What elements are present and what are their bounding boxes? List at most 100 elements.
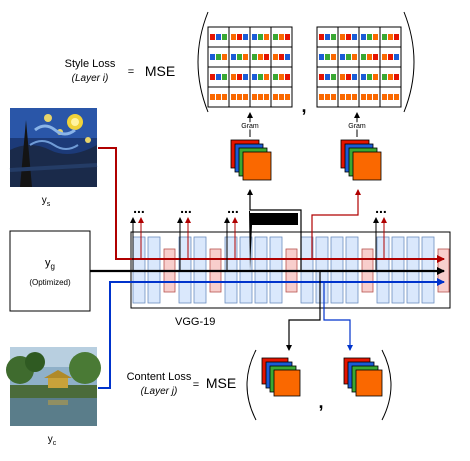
gram-value-mark	[210, 74, 215, 80]
gram-value-mark	[367, 54, 372, 60]
gram-value-mark	[231, 74, 236, 80]
gram-value-mark	[243, 94, 248, 100]
gram-value-mark	[361, 74, 366, 80]
gram-value-mark	[346, 54, 351, 60]
gram-value-mark	[367, 94, 372, 100]
gram-value-mark	[252, 54, 257, 60]
tap-dots-3: ...	[227, 200, 239, 216]
gram-value-mark	[352, 34, 357, 40]
style-loss-mse: MSE	[145, 63, 175, 79]
gram-value-mark	[325, 34, 330, 40]
gram-label-1: Gram	[241, 123, 259, 130]
content-image-label: yc	[48, 434, 57, 447]
gram-value-mark	[231, 34, 236, 40]
gram-value-mark	[258, 74, 263, 80]
gram-value-mark	[388, 34, 393, 40]
gram-value-mark	[373, 34, 378, 40]
generated-input-label: yg	[45, 257, 55, 271]
style-image	[9, 108, 98, 187]
gram-value-mark	[279, 74, 284, 80]
gram-value-mark	[394, 74, 399, 80]
content-arrow	[98, 278, 445, 389]
gram-value-mark	[352, 54, 357, 60]
gram-value-mark	[264, 74, 269, 80]
gram-value-mark	[373, 54, 378, 60]
gram-value-mark	[252, 94, 257, 100]
fmap-stack-content-target	[343, 357, 383, 397]
gram-value-mark	[382, 54, 387, 60]
gram-value-mark	[319, 34, 324, 40]
gram-value-mark	[352, 94, 357, 100]
gram-value-mark	[237, 94, 242, 100]
content-loss-comma: ,	[318, 392, 323, 412]
gram-value-mark	[319, 74, 324, 80]
gram-value-mark	[325, 54, 330, 60]
gram-value-mark	[325, 74, 330, 80]
gram-value-mark	[285, 34, 290, 40]
gram-value-mark	[237, 74, 242, 80]
content-loss-layer: (Layer j)	[141, 386, 178, 397]
gram-value-mark	[285, 94, 290, 100]
gram-value-mark	[222, 74, 227, 80]
gram-value-mark	[210, 54, 215, 60]
gram-value-mark	[394, 54, 399, 60]
gram-value-mark	[340, 94, 345, 100]
gram-value-mark	[346, 94, 351, 100]
gram-value-mark	[340, 34, 345, 40]
gram-value-mark	[367, 34, 372, 40]
gram-value-mark	[279, 94, 284, 100]
gram-value-mark	[388, 54, 393, 60]
layer-taps	[130, 217, 387, 271]
gram-value-mark	[394, 94, 399, 100]
fmap-stack-content-generated	[261, 357, 301, 397]
gram-value-mark	[210, 34, 215, 40]
gram-value-mark	[319, 94, 324, 100]
gram-value-mark	[331, 54, 336, 60]
feature-map	[355, 369, 383, 397]
gram-matrix-style	[316, 26, 402, 108]
gram-value-mark	[352, 74, 357, 80]
gram-value-mark	[331, 34, 336, 40]
gram-value-mark	[273, 34, 278, 40]
gram-value-mark	[382, 94, 387, 100]
gram-value-mark	[273, 54, 278, 60]
gram-value-mark	[273, 74, 278, 80]
content-loss-mse: MSE	[206, 375, 236, 391]
gram-value-mark	[367, 74, 372, 80]
generated-input-box	[9, 230, 91, 312]
gram-value-mark	[243, 34, 248, 40]
gram-value-mark	[279, 34, 284, 40]
style-paren-left	[197, 11, 209, 113]
gram-value-mark	[319, 54, 324, 60]
gram-value-mark	[216, 74, 221, 80]
gram-label-2: Gram	[348, 123, 366, 130]
gram-matrix-generated	[207, 26, 293, 108]
gram-value-mark	[258, 34, 263, 40]
gram-value-mark	[340, 74, 345, 80]
gram-value-mark	[258, 94, 263, 100]
gram-value-mark	[382, 74, 387, 80]
gram-value-mark	[285, 54, 290, 60]
gram-value-mark	[388, 74, 393, 80]
content-paren-right	[381, 349, 392, 421]
gram-value-mark	[237, 34, 242, 40]
content-paren-left	[246, 349, 257, 421]
gram-value-mark	[382, 34, 387, 40]
content-image	[6, 347, 101, 426]
gram-value-mark	[222, 34, 227, 40]
vgg-label: VGG-19	[175, 316, 215, 328]
gram-value-mark	[361, 54, 366, 60]
gram-value-mark	[264, 94, 269, 100]
gram-value-mark	[388, 94, 393, 100]
style-loss-equals: =	[128, 66, 134, 78]
fmap-stack-style-target	[340, 139, 382, 181]
gram-value-mark	[373, 74, 378, 80]
gram-value-mark	[231, 94, 236, 100]
gram-value-mark	[216, 94, 221, 100]
gram-value-mark	[331, 74, 336, 80]
tap-dots-1: ...	[133, 200, 145, 216]
gram-value-mark	[216, 34, 221, 40]
tap-dots-4: ...	[375, 200, 387, 216]
gram-value-mark	[243, 54, 248, 60]
